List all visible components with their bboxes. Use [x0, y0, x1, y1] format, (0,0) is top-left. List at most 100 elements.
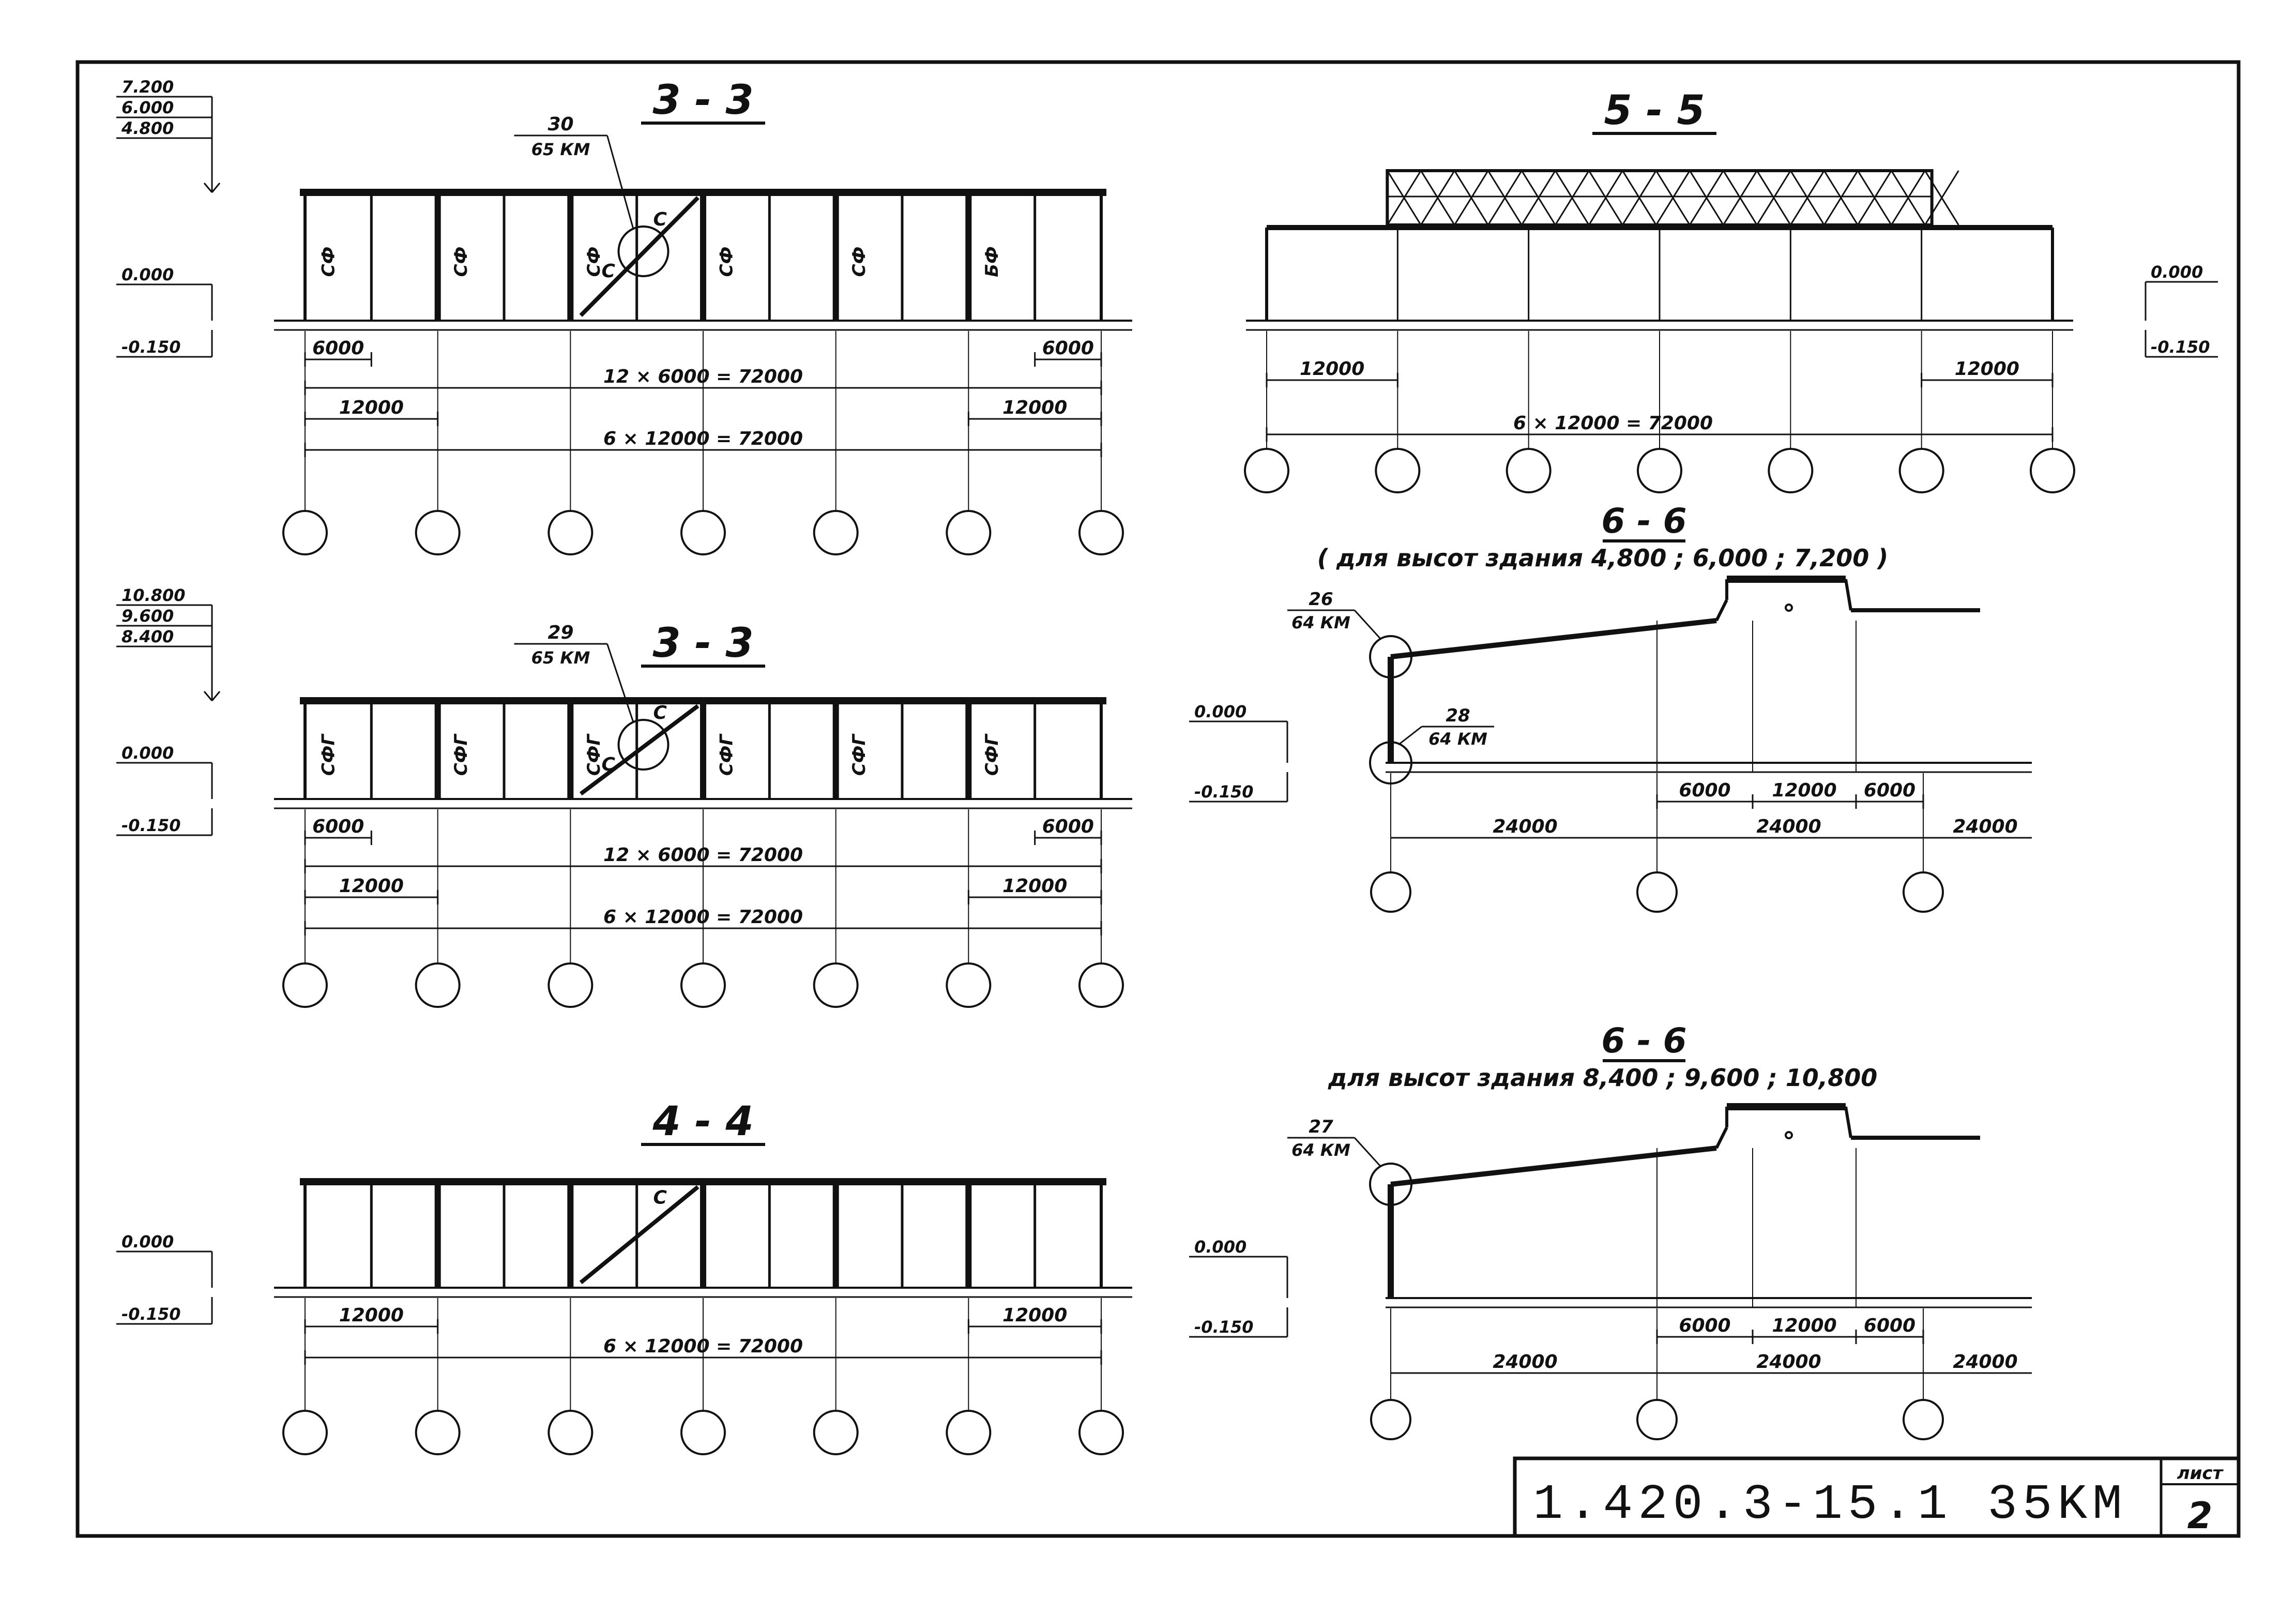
brace-mark: С: [653, 1187, 667, 1209]
level-label: 0.000: [121, 265, 174, 284]
grid-axis-bubble: [680, 962, 726, 1008]
level-label: 7.200: [121, 77, 174, 97]
lantern-truss: [1386, 169, 1934, 227]
lantern-diagonal: [1622, 170, 1657, 225]
grid-axis-bubble: [415, 510, 461, 555]
dimension-label: 12000: [1955, 358, 2019, 380]
lantern-diagonal: [1555, 170, 1590, 225]
section-title: 6 - 6: [1601, 501, 1686, 541]
lantern-diagonal: [1521, 170, 1556, 225]
level-arrow: [203, 691, 213, 701]
level-label: -0.150: [2151, 337, 2210, 357]
callout-number: 28: [1446, 705, 1470, 726]
detail-callout-circle: [617, 225, 670, 277]
callout-sheet: 65 КМ: [531, 140, 590, 159]
dimension-label: 6000: [1864, 780, 1915, 801]
grid-axis-bubble: [1078, 1410, 1124, 1455]
panel-mark: СФГ: [584, 733, 604, 776]
callout-leader: [1398, 726, 1422, 746]
brace-mark: С: [601, 261, 615, 282]
dimension-label: 12000: [1300, 358, 1364, 380]
section-title: 4 - 4: [652, 1098, 753, 1145]
dimension-label: 24000: [1953, 816, 2017, 837]
grid-axis-bubble: [680, 1410, 726, 1455]
panel-mark: СФГ: [318, 733, 339, 776]
section-title: 6 - 6: [1601, 1021, 1686, 1061]
sheet-label: лист: [2177, 1463, 2224, 1484]
grid-axis-bubble: [813, 1410, 859, 1455]
brace-mark: С: [653, 209, 667, 230]
title-stamp: 1.420.3-15.1 35KM лист 2: [1513, 1456, 2241, 1538]
dimension-label: 6 × 12000 = 72000: [1513, 413, 1713, 434]
grid-axis-bubble: [1636, 871, 1678, 913]
dimension-label: 24000: [1756, 816, 1821, 837]
dimension-label: 6000: [1864, 1315, 1915, 1336]
grid-axis-bubble: [1244, 448, 1289, 493]
grid-axis-bubble: [548, 962, 594, 1008]
level-label: -0.150: [121, 337, 181, 357]
callout-number: 29: [548, 622, 573, 643]
grid-axis-bubble: [282, 1410, 328, 1455]
callout-leader: [606, 135, 634, 229]
grid-axis-bubble: [946, 1410, 992, 1455]
grid-axis-bubble: [548, 1410, 594, 1455]
dimension-label: 12000: [1772, 1315, 1836, 1336]
dimension-label: 6000: [312, 816, 364, 837]
callout-leader: [1354, 609, 1381, 640]
grid-axis-bubble: [813, 962, 859, 1008]
sheet-frame: [75, 60, 2241, 1538]
roof-slope: [1390, 618, 1717, 659]
brace: [579, 1185, 700, 1285]
dimension-label: 24000: [1756, 1351, 1821, 1373]
dimension-label: 6000: [1042, 816, 1094, 837]
grid-axis-bubble: [813, 510, 859, 555]
callout-number: 27: [1309, 1117, 1333, 1137]
brace: [579, 704, 700, 796]
brace-mark: С: [653, 702, 667, 723]
callout-sheet: 64 КМ: [1291, 1140, 1350, 1160]
detail-callout-circle: [1369, 1163, 1412, 1206]
level-label: 9.600: [121, 606, 174, 626]
dimension-label: 12000: [1002, 876, 1067, 897]
section-6-6-low: 6 - 6( для высот здания 4,800 ; 6,000 ; …: [1189, 501, 2032, 913]
grid-axis-bubble: [1636, 1399, 1678, 1440]
grid-axis-bubble: [1370, 871, 1411, 913]
brace: [579, 196, 700, 317]
lantern-diagonal: [1790, 170, 1825, 225]
lantern-diagonal: [1655, 170, 1691, 225]
callout-sheet: 65 КМ: [531, 648, 590, 668]
grid-axis-bubble: [1078, 510, 1124, 555]
level-label: 0.000: [1194, 1237, 1246, 1257]
grid-axis-bubble: [1898, 448, 1944, 493]
grid-axis-bubble: [1903, 871, 1944, 913]
lantern-diagonal: [1756, 170, 1791, 225]
point-mark: [1785, 604, 1793, 612]
panel-mark: СФГ: [716, 733, 737, 776]
section-title: 5 - 5: [1604, 87, 1705, 134]
panel-mark: СФ: [584, 247, 604, 277]
grid-axis-bubble: [2030, 448, 2075, 493]
panel-mark: БФ: [982, 246, 1002, 277]
detail-callout-circle: [617, 719, 670, 771]
level-label: -0.150: [121, 816, 181, 835]
panel-mark: СФ: [451, 247, 472, 277]
dimension-label: 6000: [312, 338, 364, 359]
section-title: 3 - 3: [652, 77, 753, 124]
callout-leader: [606, 643, 634, 722]
panel-mark: СФГ: [982, 733, 1002, 776]
level-label: -0.150: [121, 1304, 181, 1324]
grid-axis-bubble: [1375, 448, 1421, 493]
sheet-number: 2: [2187, 1495, 2213, 1537]
level-label: 8.400: [121, 627, 174, 646]
panel-mark: СФГ: [849, 733, 870, 776]
panel-mark: СФГ: [451, 733, 472, 776]
level-label: 6.000: [121, 98, 174, 117]
level-arrow: [203, 183, 213, 193]
dimension-label: 6000: [1042, 338, 1094, 359]
lantern-diagonal: [1420, 170, 1455, 225]
